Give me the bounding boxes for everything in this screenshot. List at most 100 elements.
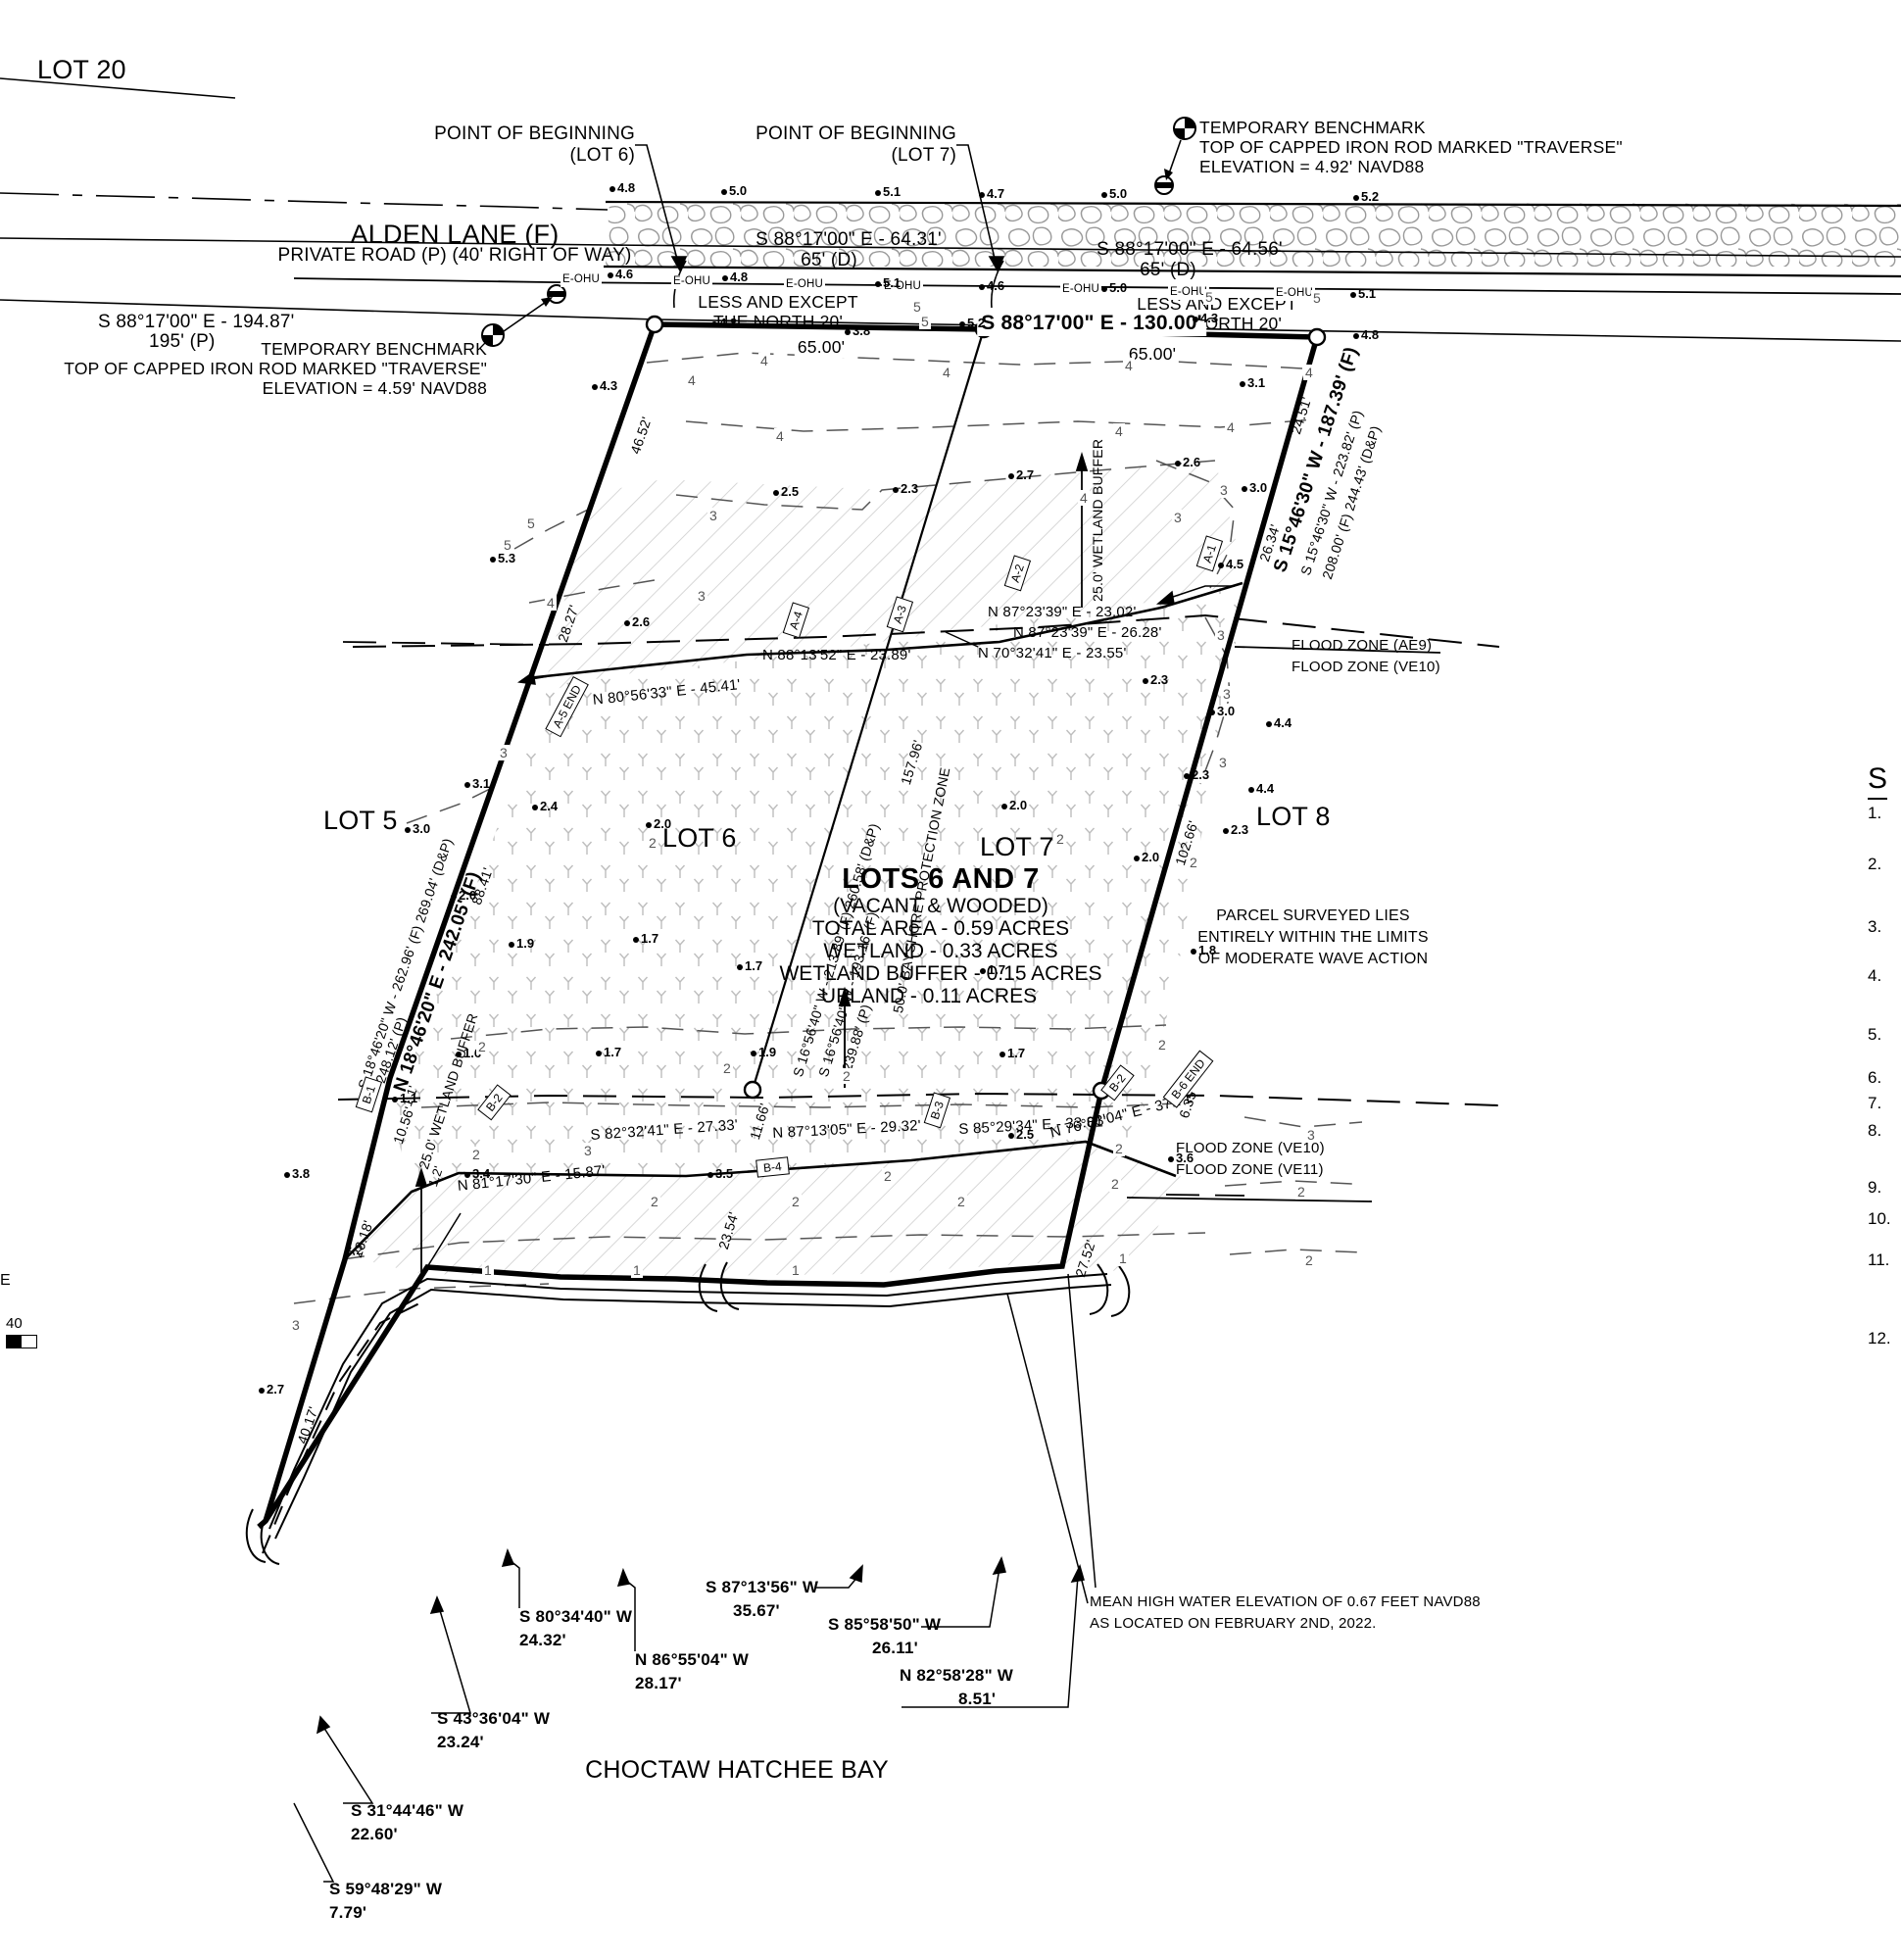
segment-tick-3-2: 3.2' — [345, 1243, 366, 1257]
spot-elevation: 1.7 — [999, 1046, 1025, 1060]
contour-label: 2 — [882, 1168, 894, 1184]
buffer-dimension-leaders — [414, 451, 1089, 1274]
spot-elevation: 1.7 — [633, 931, 658, 946]
utility-tag-2: E-OHU — [671, 275, 713, 289]
benchmark-left-line3: ELEVATION = 4.59' NAVD88 — [262, 378, 487, 398]
note-number: 5. — [1868, 1025, 1882, 1044]
road-call-1-record: 65' (D) — [801, 250, 857, 270]
pob-leaders — [635, 144, 1005, 309]
contour-label: 2 — [955, 1194, 967, 1209]
tie-lines — [0, 77, 1901, 342]
shoreline-call-8-bearing: S 59°48'29" W — [329, 1880, 443, 1898]
left-edge-marker: E — [0, 1272, 11, 1289]
flood-zone-1-upper: FLOOD ZONE (AE9) — [1292, 637, 1433, 654]
road-call-2-record: 65' (D) — [1140, 260, 1196, 280]
contour-label: 5 — [911, 299, 923, 315]
spot-elevation: 5.1 — [875, 275, 901, 290]
note-number: 11. — [1868, 1250, 1890, 1269]
moderate-wave-action-line1: PARCEL SURVEYED LIES — [1216, 907, 1410, 924]
spot-elevation: 1.1 — [392, 1091, 417, 1105]
spot-elevation: 3.0 — [1209, 704, 1235, 718]
spot-elevation: 4.6 — [979, 278, 1004, 293]
shoreline-call-6-bearing: S 43°36'04" W — [437, 1709, 551, 1728]
spot-elevation: 2.3 — [1184, 767, 1209, 782]
alden-lane-road-band — [603, 200, 1901, 278]
benchmark-symbol-left — [481, 284, 566, 347]
contour-label: 5 — [502, 537, 513, 553]
spot-elevation: 2.5 — [1008, 1127, 1034, 1142]
utility-tag-7: E-OHU — [1274, 287, 1316, 301]
spot-elevation: 4.8 — [722, 270, 748, 284]
spot-elevation: 5.1 — [1350, 286, 1376, 301]
contour-label: 5 — [1311, 290, 1323, 306]
shoreline-dimension-leaders — [293, 1547, 1085, 1883]
shoreline-call-8-distance: 7.79' — [329, 1903, 367, 1922]
contour-label: 1 — [482, 1262, 494, 1278]
road-call-1-bearing: S 88°17'00" E - 64.31' — [756, 229, 942, 250]
benchmark-left-line1: TEMPORARY BENCHMARK — [261, 339, 487, 359]
spot-elevation: 2.3 — [1143, 672, 1168, 687]
shoreline-call-5-bearing: N 82°58'28" W — [900, 1666, 1013, 1685]
contour-label: 2 — [1188, 855, 1199, 870]
scale-bar: 40 — [6, 1315, 37, 1348]
spot-elevation: 5.0 — [721, 183, 747, 198]
point-of-beginning-lot7-line1: POINT OF BEGINNING — [756, 123, 956, 144]
note-number: 3. — [1868, 917, 1882, 936]
contour-label: 4 — [545, 595, 557, 611]
spot-elevation: 5.0 — [1101, 186, 1127, 201]
spot-elevation: 5.3 — [490, 551, 515, 565]
flood-zone-dash — [342, 641, 1245, 1197]
spot-elevation: 2.0 — [1134, 850, 1159, 864]
spot-elevation: 2.3 — [893, 481, 918, 496]
contour-label: 5 — [1203, 289, 1215, 305]
utility-tag-4: E-OHU — [882, 280, 924, 294]
lot-label-lot5: LOT 5 — [323, 806, 398, 835]
wetland-bearing-n-5: N 70°32'41" E - 23.55' — [978, 645, 1127, 662]
wetland-area — [392, 582, 1246, 1189]
spot-elevation: 4.3 — [592, 378, 617, 393]
contour-label: 2 — [1295, 1184, 1307, 1200]
scale-bar-graphic — [6, 1335, 37, 1348]
wetland-boundary-line — [344, 581, 1243, 1260]
shoreline-call-7-bearing: S 31°44'46" W — [351, 1801, 464, 1820]
spot-elevation: 3.0 — [1242, 480, 1267, 495]
spot-elevation: 2.0 — [646, 816, 671, 831]
point-of-beginning-lot7-line2: (LOT 7) — [891, 145, 956, 166]
spot-elevation: 4.4 — [1266, 715, 1292, 730]
point-of-beginning-lot6-line2: (LOT 6) — [569, 145, 635, 166]
spot-elevation: 2.3 — [1223, 822, 1248, 837]
spot-elevation: 3.8 — [284, 1166, 310, 1181]
spot-elevation: 4.6 — [608, 267, 633, 281]
lot-label-lot20: LOT 20 — [37, 55, 126, 84]
wetland-bearing-n-4: N 87°23'39" E - 26.28' — [1013, 624, 1162, 641]
contour-label: 2 — [721, 1060, 733, 1076]
spot-elevation: 5.0 — [1101, 280, 1127, 295]
shoreline-call-3-bearing: S 87°13'56" W — [706, 1578, 819, 1596]
note-number: 6. — [1868, 1068, 1882, 1087]
contour-label: 3 — [1172, 510, 1184, 525]
spot-elevation: 2.4 — [532, 799, 558, 813]
moderate-wave-action-line3: OF MODERATE WAVE ACTION — [1197, 951, 1429, 967]
note-number: 2. — [1868, 855, 1882, 873]
contour-label: 2 — [841, 1068, 853, 1084]
spot-elevation: 2.5 — [773, 484, 799, 499]
contour-label: 4 — [1303, 365, 1315, 380]
spot-elevation: 1.7 — [980, 962, 1005, 977]
contour-label: 4 — [1078, 490, 1090, 506]
shoreline-call-5-distance: 8.51' — [958, 1690, 997, 1708]
bearing-leaders — [426, 585, 1235, 1604]
note-number: 8. — [1868, 1121, 1882, 1140]
shoreline-call-1-distance: 24.32' — [519, 1631, 566, 1649]
north-line-segment-left: 65.00' — [794, 337, 849, 358]
shoreline-call-4-distance: 26.11' — [872, 1639, 918, 1657]
contour-label: 2 — [1109, 1176, 1121, 1192]
contour-label: 2 — [647, 835, 658, 851]
spot-elevation: 5.2 — [1353, 189, 1379, 204]
spot-elevation: 3.5 — [707, 1166, 733, 1181]
contour-label: 4 — [1225, 419, 1237, 435]
contour-label: 4 — [941, 365, 952, 380]
contour-label: 3 — [1305, 1127, 1317, 1143]
utility-tag-1: E-OHU — [561, 273, 603, 287]
wetland-bearing-n-3: N 87°23'39" E - 23.02' — [988, 604, 1137, 620]
